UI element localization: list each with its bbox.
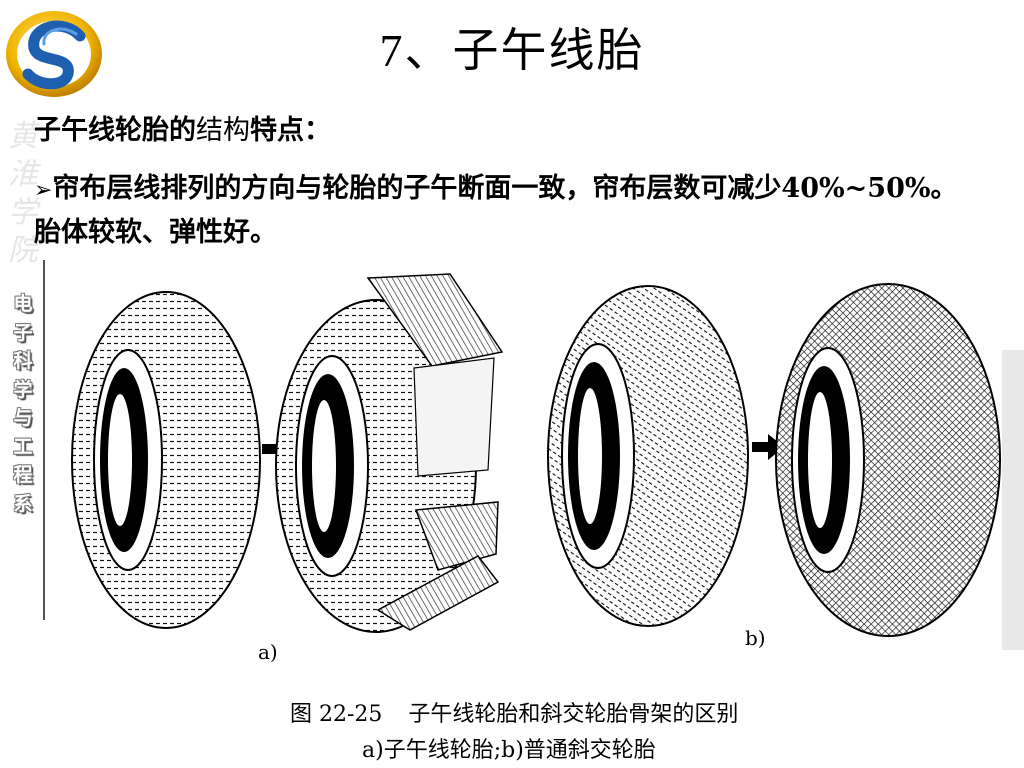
section-heading: 子午线轮胎的结构特点： bbox=[34, 108, 331, 147]
scan-edge bbox=[1002, 350, 1024, 650]
figure-caption-title: 子午线轮胎和斜交轮胎骨架的区别 bbox=[408, 702, 739, 727]
bullet-text: 帘布层线排列的方向与轮胎的子午断面一致，帘布层数可减少40%~50%。胎体较软、… bbox=[34, 173, 958, 248]
figure-caption: 图 22-25 子午线轮胎和斜交轮胎骨架的区别 bbox=[290, 696, 738, 728]
sidebar-divider bbox=[43, 260, 45, 620]
sidebar-department-name: 电子科学与工程系 bbox=[13, 293, 33, 515]
figure-label-a: a) bbox=[258, 640, 278, 664]
tire-figure bbox=[71, 273, 1024, 650]
figure-caption-sub: a)子午线轮胎;b)普通斜交轮胎 bbox=[362, 738, 656, 763]
radial-tire-cutaway bbox=[275, 273, 504, 633]
figure-label-b: b) bbox=[745, 626, 766, 650]
heading-part-3: 特点： bbox=[250, 115, 331, 146]
bias-tire-cross-ply bbox=[775, 283, 1001, 637]
bullet-arrow-icon: ➢ bbox=[34, 178, 53, 203]
heading-part-1: 子午线轮胎的 bbox=[34, 115, 196, 146]
bias-tire-carcass bbox=[547, 285, 749, 627]
sidebar-school-name: 黄淮学院 bbox=[8, 119, 38, 268]
figure-number: 图 22-25 bbox=[290, 702, 383, 727]
radial-tire-carcass bbox=[71, 291, 261, 629]
sidebar-brand: 黄淮学院 电子科学与工程系 bbox=[6, 118, 40, 618]
bullet-point: ➢帘布层线排列的方向与轮胎的子午断面一致，帘布层数可减少40%~50%。胎体较软… bbox=[34, 168, 964, 254]
school-logo-icon bbox=[6, 11, 102, 97]
slide-title: 7、子午线胎 bbox=[379, 25, 645, 76]
heading-part-2: 结构 bbox=[196, 115, 250, 146]
